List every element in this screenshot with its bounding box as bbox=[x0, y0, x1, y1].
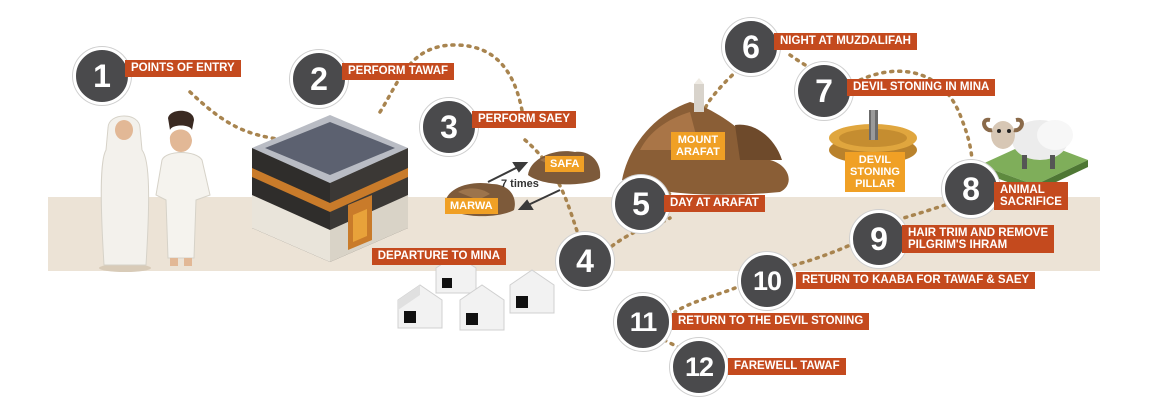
step-9-label-line1: HAIR TRIM AND REMOVE bbox=[908, 227, 1049, 239]
step-5-label: DAY AT ARAFAT bbox=[664, 195, 765, 212]
step-1-number: 1 bbox=[73, 47, 131, 105]
step-3-label: PERFORM SAEY bbox=[472, 111, 577, 128]
step-5-number: 5 bbox=[612, 175, 670, 233]
step-11-number: 11 bbox=[614, 293, 672, 351]
tents-illustration bbox=[397, 254, 555, 331]
mount-arafat-label-line2: ARAFAT bbox=[676, 146, 720, 158]
devil-stoning-pillar-label: DEVIL STONING PILLAR bbox=[845, 152, 905, 192]
step-8-label-line1: ANIMAL bbox=[1000, 184, 1045, 196]
seven-times-label: 7 times bbox=[501, 178, 539, 190]
step-1-label: POINTS OF ENTRY bbox=[125, 60, 241, 77]
step-2-number: 2 bbox=[290, 50, 348, 108]
seven-times-arrows bbox=[487, 162, 561, 210]
mount-arafat-label-line1: MOUNT bbox=[677, 134, 719, 146]
step-7-label: DEVIL STONING IN MINA bbox=[847, 79, 996, 96]
step-9-label: HAIR TRIM AND REMOVE PILGRIM'S IHRAM bbox=[902, 225, 1055, 253]
step-9-number: 9 bbox=[850, 210, 908, 268]
safa-label: SAFA bbox=[545, 156, 585, 172]
step-7-number: 7 bbox=[795, 62, 853, 120]
pillar-label-line2: STONING bbox=[850, 166, 900, 178]
marwa-label: MARWA bbox=[445, 198, 498, 214]
step-3-number: 3 bbox=[420, 98, 478, 156]
step-4-label: DEPARTURE TO MINA bbox=[371, 248, 506, 265]
step-9-label-line2: PILGRIM'S IHRAM bbox=[908, 239, 1008, 251]
kaaba-illustration bbox=[252, 115, 408, 262]
step-10-number: 10 bbox=[738, 252, 796, 310]
step-6-label: NIGHT AT MUZDALIFAH bbox=[774, 33, 917, 50]
step-8-number: 8 bbox=[942, 160, 1000, 218]
step-8-label-line2: SACRIFICE bbox=[1000, 196, 1062, 208]
step-12-number: 12 bbox=[670, 338, 728, 396]
step-10-label: RETURN TO KAABA FOR TAWAF & SAEY bbox=[796, 272, 1036, 289]
pilgrims-illustration bbox=[99, 110, 211, 272]
mount-arafat-label: MOUNT ARAFAT bbox=[671, 132, 725, 160]
step-12-label: FAREWELL TAWAF bbox=[728, 358, 846, 375]
pillar-label-line1: DEVIL bbox=[858, 154, 892, 166]
step-2-label: PERFORM TAWAF bbox=[342, 63, 455, 80]
pillar-label-line3: PILLAR bbox=[855, 178, 895, 190]
step-8-label: ANIMAL SACRIFICE bbox=[994, 182, 1068, 210]
step-6-number: 6 bbox=[722, 18, 780, 76]
step-11-label: RETURN TO THE DEVIL STONING bbox=[672, 313, 870, 330]
step-4-number: 4 bbox=[556, 232, 614, 290]
